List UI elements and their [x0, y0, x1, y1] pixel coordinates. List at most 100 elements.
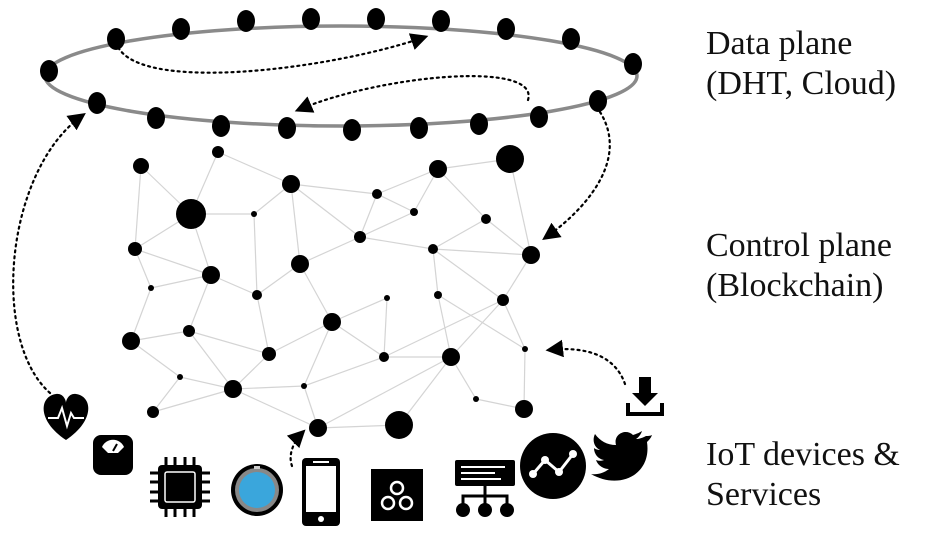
mesh-edge [130, 340, 181, 378]
dht-node [107, 28, 125, 50]
mesh-edge [432, 248, 532, 256]
analytics-icon [520, 433, 586, 499]
blockchain-node [429, 160, 447, 178]
blockchain-node [212, 146, 224, 158]
mesh-edge [383, 297, 388, 358]
mesh-edge [450, 299, 504, 358]
mesh-edge [432, 248, 504, 301]
iot-subtitle: Services [706, 476, 822, 513]
blockchain-node [177, 374, 183, 380]
blockchain-node [323, 313, 341, 331]
mesh-edge [150, 274, 212, 289]
mesh-edges [130, 151, 532, 429]
mesh-edge [437, 294, 452, 358]
iot-label: IoT devices & Services [706, 435, 900, 515]
mesh-edge [299, 236, 361, 265]
mesh-edge [179, 376, 234, 390]
mesh-edge [290, 183, 361, 238]
mesh-edge [331, 297, 388, 323]
blockchain-node [497, 294, 509, 306]
mesh-edge [303, 321, 333, 387]
dht-node [147, 107, 165, 129]
mesh-edge [290, 183, 378, 195]
twitter-icon [591, 431, 652, 481]
data-plane-subtitle: (DHT, Cloud) [706, 65, 897, 102]
server-network-icon [455, 460, 515, 517]
blockchain-node [128, 242, 142, 256]
blockchain-node [522, 346, 528, 352]
control-plane-label: Control plane (Blockchain) [706, 226, 892, 306]
mesh-edge [134, 165, 142, 250]
mesh-edge [359, 193, 378, 238]
arrow-phone-to-blockchain [286, 429, 306, 468]
mesh-edge [437, 168, 487, 220]
blockchain-node [442, 348, 460, 366]
mesh-edge [232, 385, 305, 390]
mesh-edge [437, 294, 526, 350]
mesh-edge [152, 376, 181, 413]
mesh-edge [253, 213, 258, 296]
blockchain-node [202, 266, 220, 284]
dht-node [367, 8, 385, 30]
arrow-ring-to-blockchain [542, 110, 611, 241]
mesh-edge [299, 263, 333, 323]
blockchain-node [496, 145, 524, 173]
blockchain-node [301, 383, 307, 389]
mesh-edge [331, 321, 385, 358]
arrow-ring-internal-2 [294, 75, 530, 113]
blockchain-node [291, 255, 309, 273]
blockchain-node [428, 244, 438, 254]
mesh-edge [134, 248, 212, 276]
blockchain-node [434, 291, 442, 299]
smart-thermostat-icon [231, 464, 283, 516]
blockchain-node [354, 231, 366, 243]
mesh-edge [502, 299, 526, 350]
control-plane-title: Control plane [706, 227, 893, 264]
blockchain-node [262, 347, 276, 361]
mesh-edge [432, 248, 439, 296]
blockchain-node [473, 396, 479, 402]
iot-title: IoT devices & [706, 436, 900, 473]
dht-node [562, 28, 580, 50]
scale-icon [93, 435, 133, 475]
hub-icon [371, 469, 423, 521]
blockchain-node [122, 332, 140, 350]
dht-node [212, 115, 230, 137]
mesh-edge [317, 356, 452, 429]
dht-node [624, 53, 642, 75]
arrow-ring-internal-1 [114, 33, 429, 74]
blockchain-node [224, 380, 242, 398]
mesh-edge [130, 287, 152, 342]
dht-node [237, 10, 255, 32]
mesh-edge [523, 348, 526, 410]
blockchain-node [183, 325, 195, 337]
control-plane-mesh [122, 145, 540, 439]
dht-node [589, 90, 607, 112]
dht-node [88, 92, 106, 114]
mesh-nodes [122, 145, 540, 439]
blockchain-node [133, 158, 149, 174]
smartphone-icon [302, 458, 340, 526]
mesh-edge [485, 218, 532, 256]
mesh-edge [188, 330, 234, 390]
dht-node [410, 117, 428, 139]
dht-node [530, 106, 548, 128]
mesh-edge [256, 294, 270, 355]
mesh-edge [509, 158, 532, 256]
dht-node [470, 113, 488, 135]
blockchain-node [385, 411, 413, 439]
flow-arrows [12, 33, 627, 468]
mesh-edge [398, 356, 452, 426]
blockchain-node [522, 246, 540, 264]
dht-node [432, 10, 450, 32]
blockchain-node [384, 295, 390, 301]
iot-devices [43, 377, 664, 526]
mesh-edge [290, 183, 301, 265]
dht-node [278, 117, 296, 139]
mesh-edge [359, 211, 415, 238]
control-plane-subtitle: (Blockchain) [706, 267, 884, 304]
data-plane-title: Data plane [706, 25, 853, 62]
chip-icon [150, 457, 210, 517]
mesh-edge [217, 151, 292, 185]
